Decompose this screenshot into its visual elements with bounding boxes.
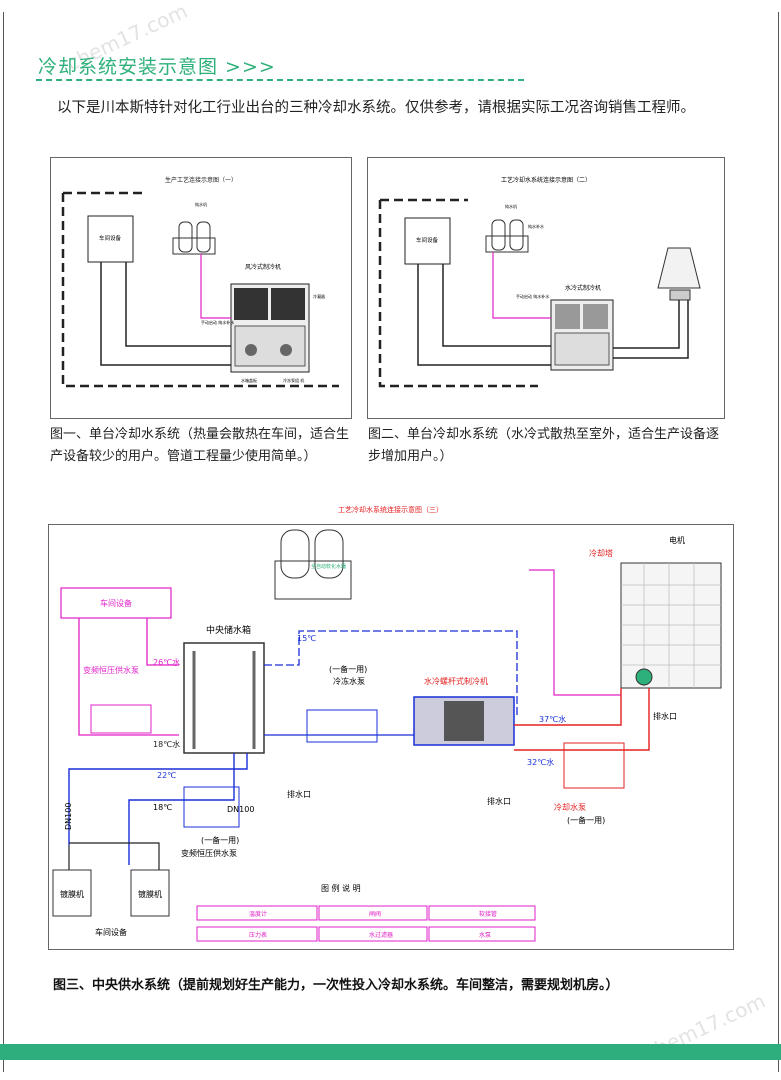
fig1-label-c: 水箱盖板	[241, 377, 257, 383]
fig3-drain-1: 排水口	[653, 711, 677, 721]
fig3-temp-37: 37℃水	[539, 714, 566, 724]
fig3-temp-18a: 18℃水	[153, 739, 180, 749]
figure-3: 车间设备 变频恒压供水泵 26℃水 18℃水 中央储水箱 全自动软化水器 15℃…	[48, 524, 734, 950]
fig3-standby-1: (一备一用)	[329, 664, 367, 674]
fig3-coater-2: 镀膜机	[138, 889, 162, 899]
fig3-dn100-a: DN100	[64, 803, 73, 830]
fig3-drain-2: 排水口	[287, 789, 311, 799]
figure-2: 工艺冷却水系统连接示意图（二） 车间设备 纯水机 水冷式制冷机 手动启动 纯水补…	[367, 157, 725, 419]
figure-1-caption: 图一、单台冷却水系统（热量会散热在车间，适合生产设备较少的用户。管道工程量少使用…	[50, 427, 350, 464]
fig2-workshop: 车间设备	[416, 236, 439, 244]
fig3-cooling-tower: 冷却塔	[589, 548, 613, 558]
fig2-label-a: 手动启动 纯水补水	[516, 293, 549, 299]
fig1-label-b: 冷凝器	[313, 293, 325, 299]
fig3-temp-22: 22℃	[157, 771, 176, 780]
fig1-title: 生产工艺连接示意图（一）	[165, 176, 237, 184]
fig3-workshop-bottom: 车间设备	[95, 927, 127, 937]
figure-2-diagram: 工艺冷却水系统连接示意图（二） 车间设备 纯水机 水冷式制冷机 手动启动 纯水补…	[378, 176, 701, 388]
fig3-chilled-pump: 冷冻水泵	[333, 676, 365, 686]
figure-1: 生产工艺连接示意图（一） 车间设备 纯水机 风冷式制冷机 手动启动 纯水补水 冷…	[50, 157, 352, 419]
fig1-label-d: 冷冻泵组 机	[283, 377, 304, 383]
fig3-motor: 电机	[669, 535, 685, 545]
figure-3-diagram: 车间设备 变频恒压供水泵 26℃水 18℃水 中央储水箱 全自动软化水器 15℃…	[52, 529, 722, 942]
legend-flex-pipe: 软接管	[479, 910, 497, 918]
fig3-coater-1: 镀膜机	[60, 889, 84, 899]
fig2-title: 工艺冷却水系统连接示意图（二）	[501, 176, 591, 184]
fig2-tank-label: 纯水机	[505, 203, 517, 209]
fig3-temp-32: 32℃水	[527, 757, 554, 767]
section-title: 冷却系统安装示意图 >>>	[38, 56, 276, 78]
fig1-label-a: 手动启动 纯水补水	[201, 319, 234, 325]
page-frame	[3, 12, 779, 1072]
fig3-standby-2: (一备一用)	[567, 815, 605, 825]
fig1-chiller: 风冷式制冷机	[245, 263, 281, 271]
fig1-tank-label: 纯水机	[195, 201, 207, 207]
title-divider	[36, 79, 524, 81]
legend-filter: 水过滤器	[369, 931, 393, 939]
fig3-standby-3: (一备一用)	[201, 835, 239, 845]
footer-bar	[0, 1044, 781, 1060]
fig3-workshop-top: 车间设备	[100, 598, 132, 608]
figure-3-caption: 图三、中央供水系统（提前规划好生产能力，一次性投入冷却水系统。车间整洁，需要规划…	[53, 978, 619, 993]
fig3-temp-15: 15℃	[297, 634, 316, 643]
fig2-label-b: 纯水补水	[528, 223, 544, 229]
intro-text: 以下是川本斯特针对化工行业出台的三种冷却水系统。仅供参考，请根据实际工况咨询销售…	[57, 100, 695, 116]
fig3-drain-3: 排水口	[487, 796, 511, 806]
fig1-workshop: 车间设备	[99, 234, 122, 242]
fig3-dn100-b: DN100	[227, 805, 254, 814]
legend-pressure-gauge: 压力表	[249, 931, 267, 939]
fig3-pump-left: 变频恒压供水泵	[83, 665, 139, 675]
figure-1-diagram: 生产工艺连接示意图（一） 车间设备 纯水机 风冷式制冷机 手动启动 纯水补水 冷…	[61, 176, 339, 388]
fig3-chiller: 水冷螺杆式制冷机	[424, 676, 488, 686]
fig3-central-tank: 中央储水箱	[206, 624, 251, 636]
fig3-pump-bottom: 变频恒压供水泵	[181, 848, 237, 858]
legend-gate-valve: 闸阀	[369, 910, 381, 918]
legend-pump: 水泵	[479, 931, 491, 939]
fig3-legend-title: 图 例 说 明	[321, 883, 361, 893]
fig2-chiller: 水冷式制冷机	[565, 284, 601, 292]
figure-2-caption: 图二、单台冷却水系统（水冷式散热至室外，适合生产设备逐步增加用户。）	[368, 427, 720, 464]
fig3-temp-26: 26℃水	[153, 657, 180, 667]
fig3-temp-18b: 18℃	[153, 803, 172, 812]
legend-thermometer: 温度计	[249, 910, 267, 918]
fig3-cooling-pump: 冷却水泵	[554, 802, 586, 812]
figure-3-title: 工艺冷却水系统连接示意图（三）	[338, 506, 443, 514]
fig3-softener: 全自动软化水器	[311, 563, 346, 570]
